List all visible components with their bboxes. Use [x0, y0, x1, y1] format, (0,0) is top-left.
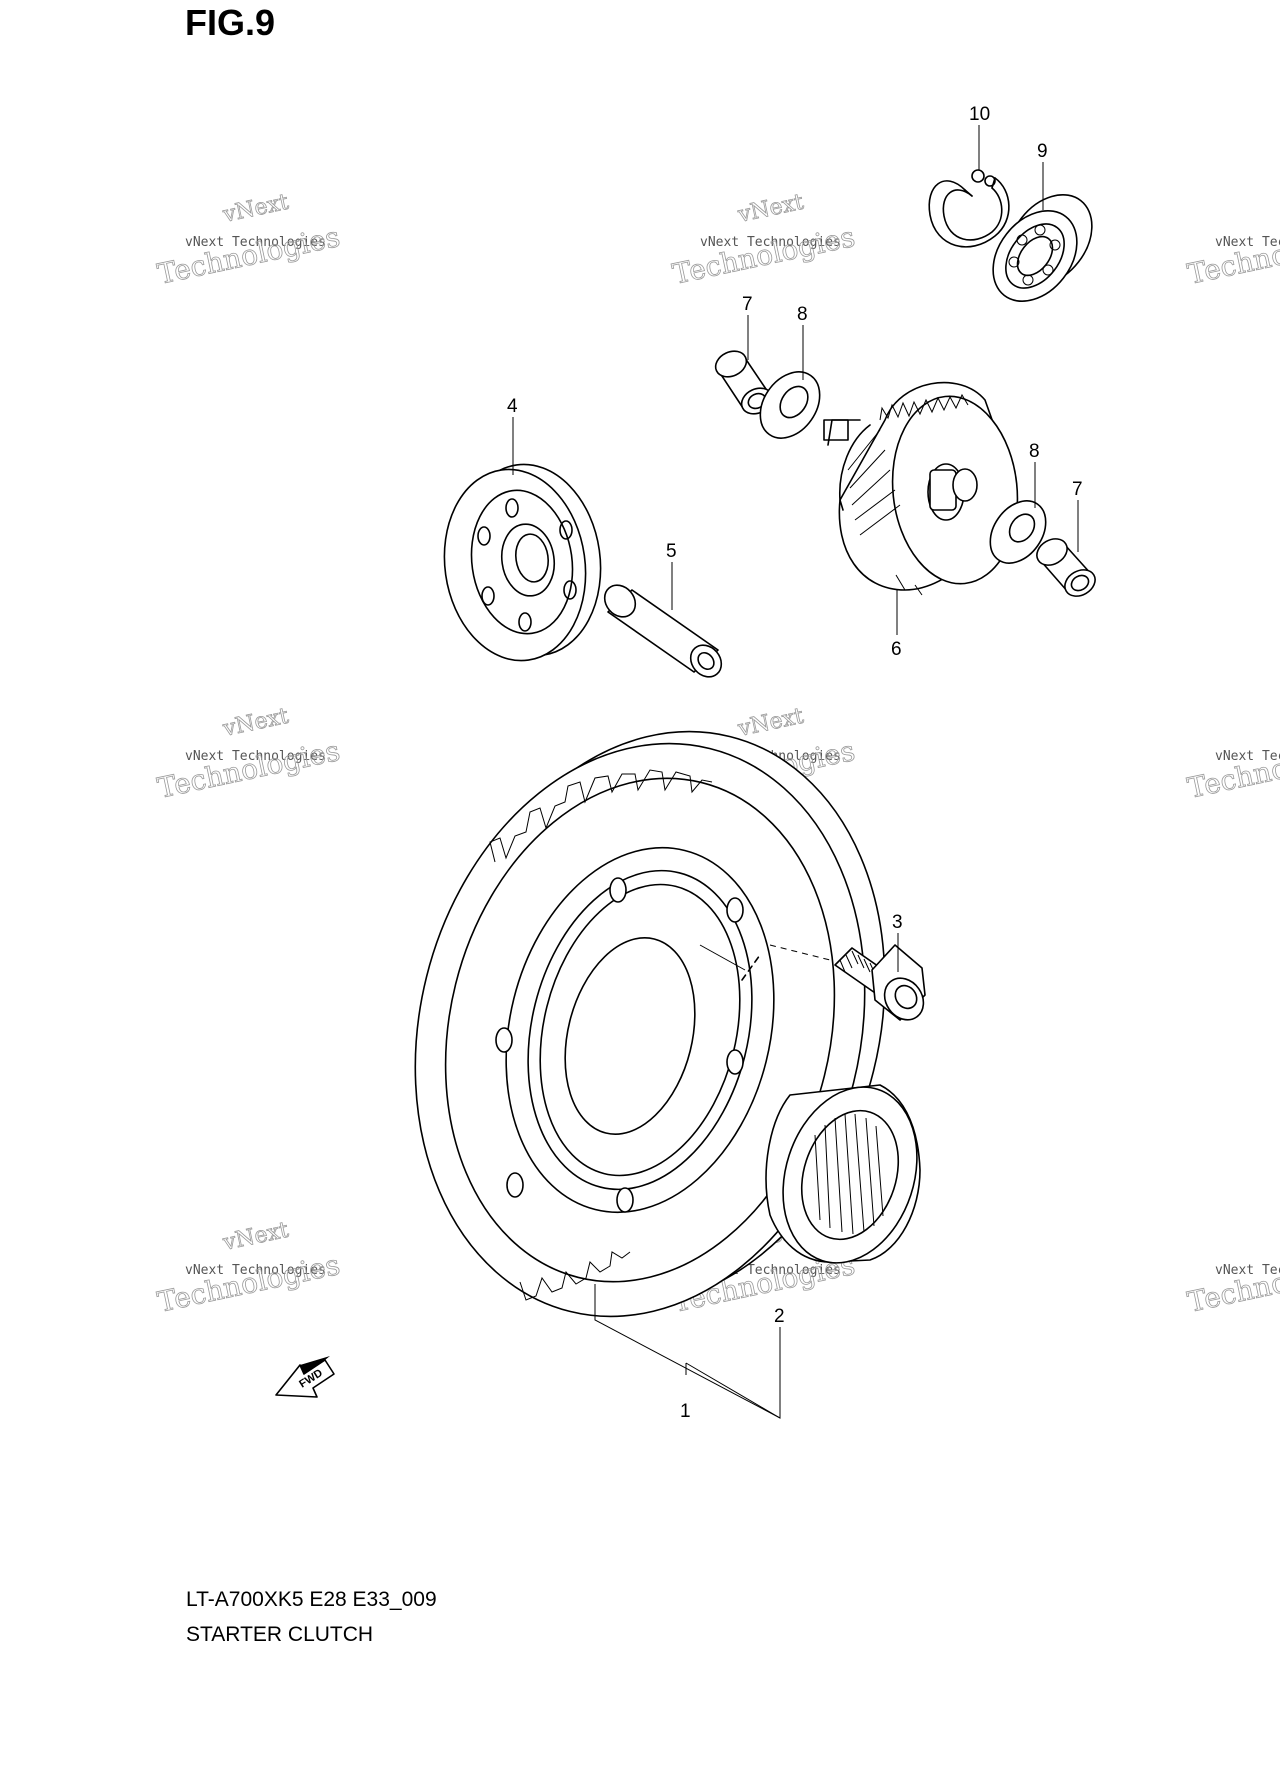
part-4-idler-gear[interactable]	[432, 455, 612, 670]
watermark-text: vNext	[220, 1218, 291, 1256]
callout-2: 2	[774, 1306, 785, 1327]
callout-6: 6	[891, 639, 902, 660]
callout-7-top: 7	[742, 294, 753, 315]
watermark-text: vNext	[735, 190, 806, 228]
part-9-bearing[interactable]	[976, 178, 1109, 317]
watermark-text: vNext	[220, 190, 291, 228]
callout-8-top: 8	[797, 304, 808, 325]
watermark-text: Technologies	[670, 220, 858, 291]
watermark-text: vNext	[220, 704, 291, 742]
callout-5: 5	[666, 541, 677, 562]
watermark-text: Technologies	[1185, 1248, 1280, 1319]
figure-title: FIG.9	[185, 2, 276, 43]
part-1-starter-clutch[interactable]	[356, 683, 943, 1364]
watermark-top-left: vNext Technologies vNext Technologies	[154, 189, 343, 291]
callout-4: 4	[507, 396, 518, 417]
watermark-text: Technologies	[1185, 734, 1280, 805]
diagram-name: STARTER CLUTCH	[186, 1623, 374, 1646]
watermark-top-right: vNext Technologies Technologies	[1184, 220, 1280, 292]
part-10-snap-ring[interactable]	[928, 169, 1010, 248]
part-8-washer-top[interactable]	[748, 361, 832, 450]
watermark-mid-left: vNext Technologies vNext Technologies	[154, 703, 343, 805]
callout-leaders	[512, 125, 1079, 1419]
watermark-text: Technologies	[155, 1248, 343, 1319]
callout-7-bottom: 7	[1072, 479, 1083, 500]
part-6-starter-clutch-gear[interactable]	[823, 381, 1026, 596]
part-3-bolt[interactable]	[769, 944, 931, 1027]
part-8-washer-bottom[interactable]	[979, 490, 1057, 573]
part-5-shaft-pin[interactable]	[598, 579, 727, 683]
watermark-text: vNext	[735, 704, 806, 742]
callout-labels: 10 9 7 8 4 5 6 8 7 3 2 1	[507, 104, 1083, 1422]
watermark-text: vNext Technologies	[185, 235, 326, 250]
watermark-text: vNext Technologies	[1215, 749, 1280, 764]
callout-3: 3	[892, 912, 903, 933]
watermark-bottom-right: vNext Technologies Technologies	[1184, 1248, 1280, 1320]
watermark-top-center: vNext Technologies vNext Technologies	[669, 189, 858, 291]
watermark-text: vNext Technologies	[1215, 235, 1280, 250]
part-7-sleeve-bottom[interactable]	[1032, 534, 1100, 602]
callout-1: 1	[680, 1401, 691, 1422]
watermark-text: vNext Technologies	[185, 1263, 326, 1278]
watermark-mid-right: vNext Technologies Technologies	[1184, 734, 1280, 806]
diagram-code: LT-A700XK5 E28 E33_009	[186, 1588, 437, 1611]
part-2-needle-bearing[interactable]	[761, 1070, 938, 1281]
watermark-text: vNext Technologies	[1215, 1263, 1280, 1278]
watermark-text: Technologies	[155, 220, 343, 291]
watermark-text: Technologies	[1185, 220, 1280, 291]
callout-8-bottom: 8	[1029, 441, 1040, 462]
callout-9: 9	[1037, 141, 1048, 162]
callout-10: 10	[969, 104, 990, 125]
watermark-text: Technologies	[155, 734, 343, 805]
watermark-text: vNext Technologies	[700, 235, 841, 250]
fwd-direction-arrow: FWD	[275, 1356, 335, 1398]
watermark-text: vNext Technologies	[185, 749, 326, 764]
watermark-bottom-left: vNext Technologies vNext Technologies	[154, 1217, 343, 1319]
